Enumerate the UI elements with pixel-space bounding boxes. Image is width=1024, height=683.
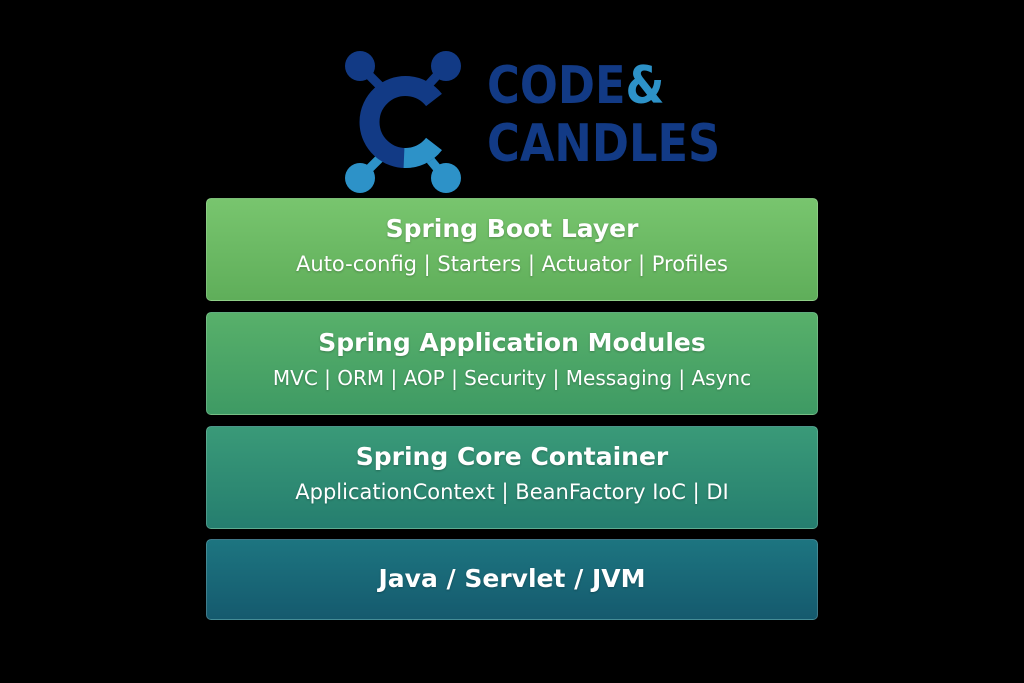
brand-ampersand: & [625, 56, 665, 116]
layer-title: Spring Core Container [355, 442, 669, 471]
layer-core-container: Spring Core Container ApplicationContext… [206, 426, 818, 529]
layer-title: Java / Servlet / JVM [378, 564, 646, 593]
brand-line-2: CANDLES [487, 114, 721, 174]
layer-subtitle: ApplicationContext | BeanFactory IoC | D… [295, 480, 729, 504]
brand-line-1: CODE& [487, 60, 685, 118]
layer-application-modules: Spring Application Modules MVC | ORM | A… [206, 312, 818, 415]
layer-subtitle: Auto-config | Starters | Actuator | Prof… [296, 252, 728, 276]
brand-wordmark: CODE& CANDLES [487, 60, 721, 176]
layer-java-runtime: Java / Servlet / JVM [206, 539, 818, 620]
brand-logo: CODE& CANDLES [342, 48, 721, 196]
layer-title: Spring Boot Layer [385, 214, 639, 243]
c-network-icon [345, 51, 461, 193]
layer-spring-boot: Spring Boot Layer Auto-config | Starters… [206, 198, 818, 301]
brand-code: CODE [487, 56, 626, 116]
layer-title: Spring Application Modules [318, 328, 706, 357]
layer-subtitle: MVC | ORM | AOP | Security | Messaging |… [272, 366, 752, 390]
